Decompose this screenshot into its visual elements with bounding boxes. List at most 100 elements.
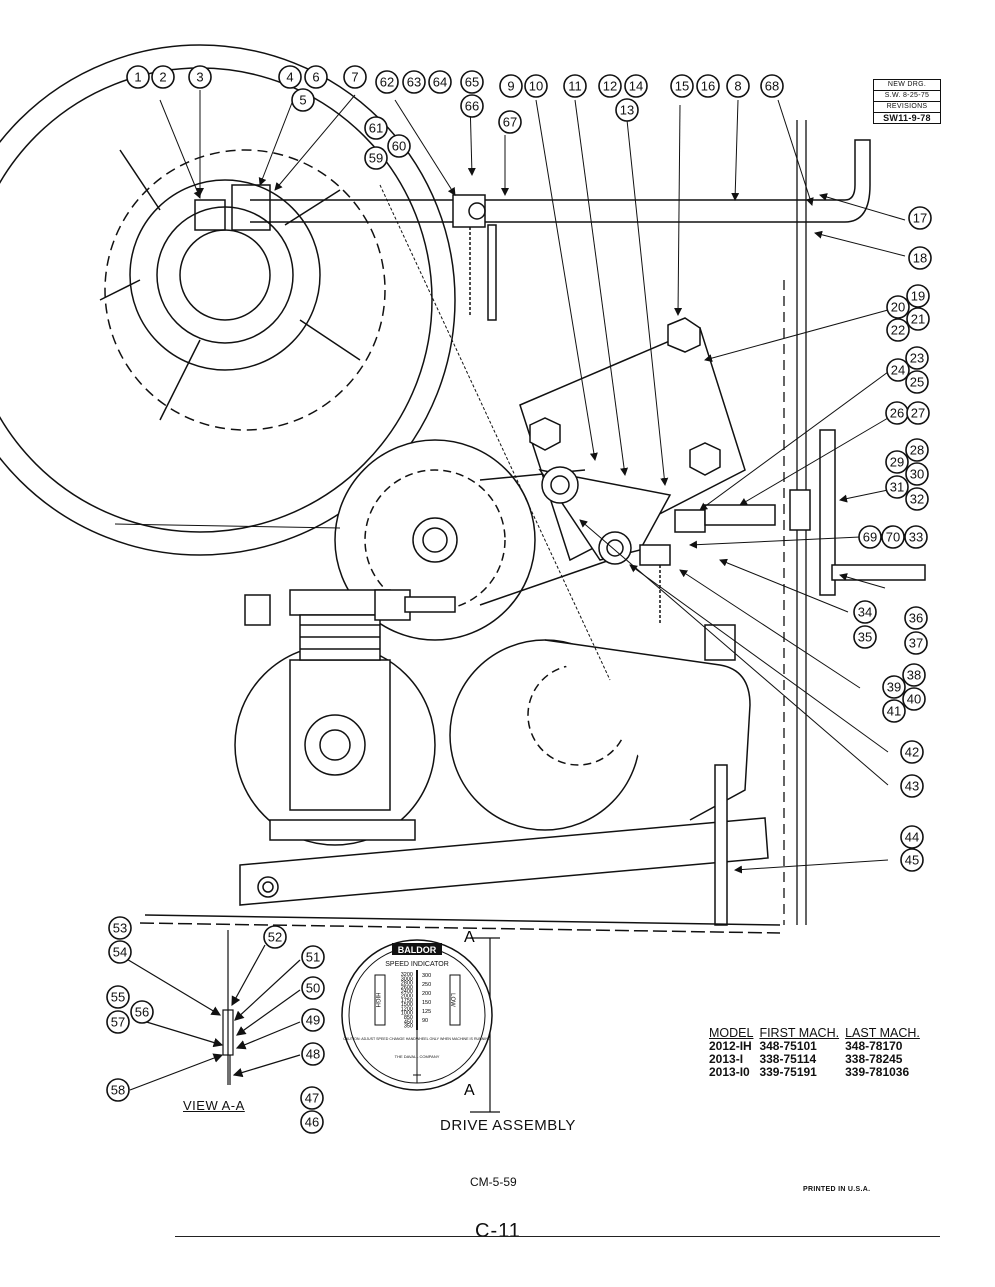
scale-tick-label: 3000 (401, 976, 413, 982)
callout-55: 55 (106, 985, 130, 1009)
callout-number: 16 (701, 79, 715, 94)
cell: 338-75114 (759, 1052, 817, 1066)
compressor (234, 589, 456, 846)
callout-number: 58 (111, 1083, 125, 1098)
scale-tick-label: 1000 (401, 1011, 413, 1017)
table-row: 2012-IH 348-75101 348-78170 (709, 1040, 926, 1053)
callout-3: 3 (188, 65, 212, 89)
callout-30: 30 (905, 462, 929, 486)
callout-number: 35 (858, 630, 872, 645)
callout-number: 46 (305, 1115, 319, 1130)
callout-number: 57 (111, 1015, 125, 1030)
callout-number: 68 (765, 79, 779, 94)
speed-indicator-title: SPEED INDICATOR (385, 961, 449, 968)
callout-number: 10 (529, 79, 543, 94)
callout-number: 33 (909, 530, 923, 545)
callout-42: 42 (900, 740, 924, 764)
callout-number: 36 (909, 611, 923, 626)
view-label: VIEW A-A (183, 1098, 245, 1113)
callout-number: 31 (890, 480, 904, 495)
callout-number: 40 (907, 692, 921, 707)
callout-number: 67 (503, 115, 517, 130)
cell: 2013-I (709, 1052, 744, 1066)
callout-33: 33 (904, 525, 928, 549)
callout-number: 50 (306, 981, 320, 996)
callout-58: 58 (106, 1078, 130, 1102)
callout-number: 28 (910, 443, 924, 458)
header-model: MODEL (709, 1026, 754, 1040)
callout-36: 36 (904, 606, 928, 630)
callout-53: 53 (108, 916, 132, 940)
callout-68: 68 (760, 74, 784, 98)
callout-25: 25 (905, 370, 929, 394)
scale-tick-label: 350 (404, 1024, 413, 1030)
callout-39: 39 (882, 675, 906, 699)
revision-line: NEW DRG. (874, 80, 940, 91)
callout-45: 45 (900, 848, 924, 872)
callout-number: 25 (910, 375, 924, 390)
scale-tick-label: 850 (404, 1015, 413, 1021)
callout-5: 5 (291, 88, 315, 112)
left-word: HIGH (374, 993, 380, 1008)
callout-number: 21 (911, 312, 925, 327)
callout-7: 7 (343, 65, 367, 89)
callout-59: 59 (364, 146, 388, 170)
view-a-a-detail (119, 930, 301, 1091)
callout-number: 42 (905, 745, 919, 760)
scale-tick-label: 1200 (401, 1006, 413, 1012)
callout-8: 8 (726, 74, 750, 98)
speed-indicator (341, 939, 493, 1091)
callout-50: 50 (301, 976, 325, 1000)
scale-tick-label: 3200 (401, 972, 413, 978)
revision-line: SW11-9-78 (883, 113, 931, 123)
callout-60: 60 (387, 134, 411, 158)
callout-67: 67 (498, 110, 522, 134)
callout-number: 7 (351, 70, 358, 85)
scale-tick-label: 90 (422, 1018, 428, 1024)
scale-tick-label: 2800 (401, 981, 413, 987)
callout-number: 8 (734, 79, 741, 94)
callout-number: 47 (305, 1091, 319, 1106)
callout-26: 26 (885, 401, 909, 425)
drawing-title: DRIVE ASSEMBLY (440, 1117, 576, 1134)
callout-29: 29 (885, 450, 909, 474)
callout-number: 20 (891, 300, 905, 315)
scale-tick-label: 450 (404, 1019, 413, 1025)
callout-32: 32 (905, 487, 929, 511)
upper-rod (194, 139, 871, 321)
callout-number: 6 (312, 70, 319, 85)
callout-12: 12 (598, 74, 622, 98)
callout-number: 61 (369, 121, 383, 136)
callout-number: 55 (111, 990, 125, 1005)
callout-number: 18 (913, 251, 927, 266)
callout-number: 14 (629, 79, 643, 94)
callout-64: 64 (428, 70, 452, 94)
cell: 338-78245 (845, 1052, 903, 1066)
callout-number: 2 (159, 70, 166, 85)
left-scale: 3200300028002600240020001750150012001000… (401, 972, 413, 1030)
callout-1: 1 (126, 65, 150, 89)
callout-17: 17 (908, 206, 932, 230)
callout-62: 62 (375, 70, 399, 94)
section-marker-top: A (464, 929, 475, 946)
right-word: LOW (449, 993, 455, 1007)
callout-number: 56 (135, 1005, 149, 1020)
callout-34: 34 (853, 600, 877, 624)
callout-number: 51 (306, 950, 320, 965)
callout-37: 37 (904, 631, 928, 655)
callout-69: 69 (858, 525, 882, 549)
cell: 348-78170 (845, 1039, 903, 1053)
bottom-rule (175, 1236, 940, 1237)
motor (449, 624, 751, 831)
callout-22: 22 (886, 318, 910, 342)
cell: 339-781036 (845, 1065, 910, 1079)
callout-16: 16 (696, 74, 720, 98)
callout-number: 12 (603, 79, 617, 94)
caution-text: CAUTION: ADJUST SPEED CHANGE HANDWHEEL O… (343, 1037, 491, 1041)
header-last: LAST MACH. (845, 1026, 920, 1040)
callout-52: 52 (263, 925, 287, 949)
callout-56: 56 (130, 1000, 154, 1024)
scale-tick-label: 150 (422, 1000, 431, 1006)
callout-number: 69 (863, 530, 877, 545)
